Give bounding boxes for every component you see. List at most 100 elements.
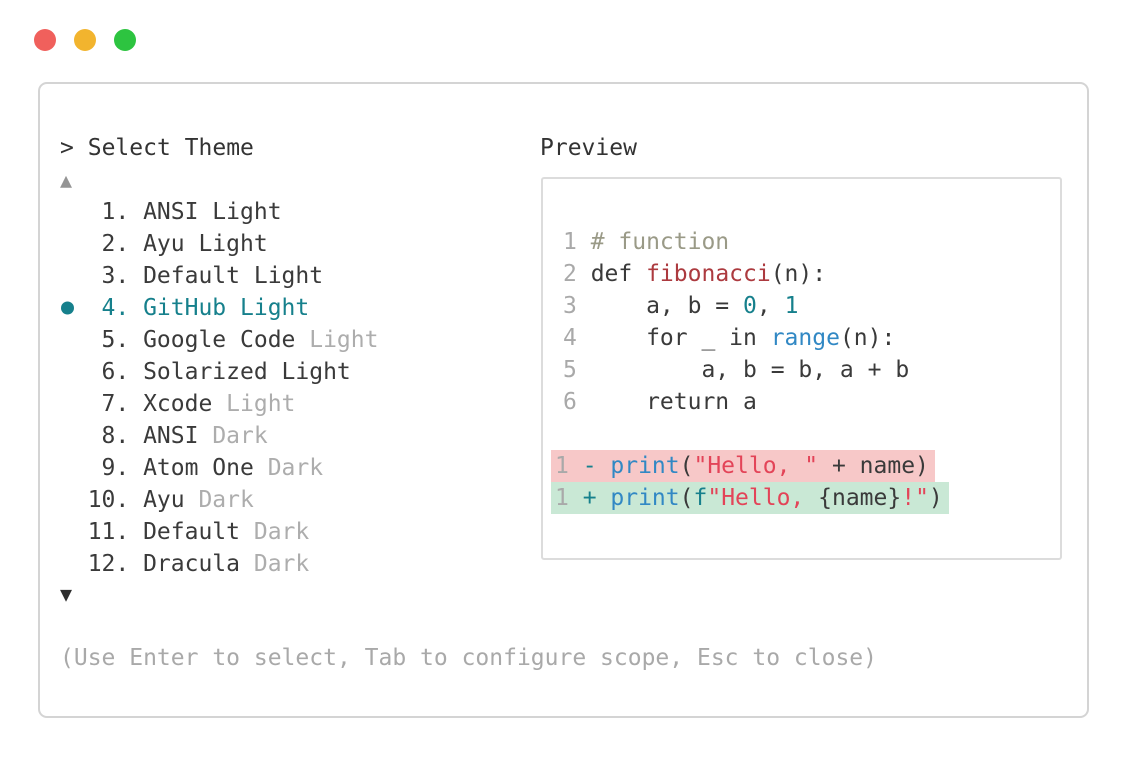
hint-text: (Use Enter to select, Tab to configure s… [60,645,877,671]
theme-name: Xcode Light [129,391,296,417]
code-line: 3 a, b = 0, 1 [563,290,1060,322]
theme-option-11[interactable]: 11. Default Dark [60,516,378,548]
code-token: ( [679,485,694,511]
theme-name: Atom One Dark [129,455,324,481]
theme-number: 6. [101,359,130,385]
scroll-down-icon[interactable]: ▼ [60,582,73,606]
theme-option-10[interactable]: 10. Ayu Dark [60,484,378,516]
theme-number: 9. [101,455,130,481]
code-token: "Hello, [707,485,819,511]
code-token: print [610,453,680,479]
code-token: range [770,325,840,351]
code-token: a, b = b, a + b [590,357,910,383]
theme-name-suffix: Light [212,391,296,417]
close-button-icon[interactable] [34,29,56,51]
theme-name-suffix: Dark [240,551,310,577]
line-number: 2 [563,261,577,287]
code-line: 4 for _ in range(n): [563,322,1060,354]
code-token: f [693,485,708,511]
theme-name: Default Dark [129,519,310,545]
marker-cell [60,260,88,292]
code-token: return a [590,389,757,415]
code-token: # function [590,229,730,255]
code-token: for _ in [590,325,771,351]
theme-name: Ayu Light [129,231,268,257]
zoom-button-icon[interactable] [114,29,136,51]
marker-cell [60,196,88,228]
diff-added-content: 1+print(f"Hello, {name}!") [551,482,949,514]
theme-option-7[interactable]: 7. Xcode Light [60,388,378,420]
theme-name: Default Light [129,263,324,289]
diff-removed-line: 1-print("Hello, " + name) [551,450,1060,482]
code-token: 1 [784,293,799,319]
theme-number: 3. [101,263,130,289]
line-number: 1 [563,229,577,255]
code-token: ) [928,485,943,511]
theme-name: ANSI Light [129,199,282,225]
marker-cell [60,548,88,580]
theme-name: Ayu Dark [129,487,254,513]
code-token: a, b = [590,293,744,319]
scroll-up-icon[interactable]: ▲ [60,168,73,192]
code-token: !" [901,485,929,511]
diff-minus-icon: - [582,453,597,479]
code-token: "Hello, " [693,453,819,479]
code-token: ( [679,453,694,479]
preview-title: Preview [540,135,637,161]
theme-option-2[interactable]: 2. Ayu Light [60,228,378,260]
theme-name: Dracula Dark [129,551,310,577]
code-token: + name) [818,453,929,479]
theme-option-3[interactable]: 3. Default Light [60,260,378,292]
marker-cell [60,388,88,420]
line-number: 1 [555,485,569,511]
code-line: 1 # function [563,226,1060,258]
theme-number: 8. [101,423,130,449]
line-number: 6 [563,389,577,415]
code-token: (n): [770,261,827,287]
theme-name: Solarized Light [129,359,351,385]
theme-number: 4. [101,295,130,321]
theme-option-5[interactable]: 5. Google Code Light [60,324,379,356]
window-traffic-lights [34,29,136,51]
theme-number: 1. [101,199,130,225]
theme-number: 7. [101,391,130,417]
diff-added-line: 1+print(f"Hello, {name}!") [551,482,1060,514]
code-line: 5 a, b = b, a + b [563,354,1060,386]
diff-block: 1-print("Hello, " + name)1+print(f"Hello… [551,450,1060,514]
diff-removed-content: 1-print("Hello, " + name) [551,450,935,482]
marker-cell [60,452,88,484]
diff-plus-icon: + [582,485,597,511]
theme-option-1[interactable]: 1. ANSI Light [60,196,378,228]
theme-option-8[interactable]: 8. ANSI Dark [60,420,378,452]
line-number: 1 [555,453,569,479]
theme-number: 5. [101,327,130,353]
marker-cell [60,484,88,516]
theme-number: 10. [87,487,130,513]
line-number: 4 [563,325,577,351]
marker-cell [60,324,88,356]
theme-name: GitHub Light [129,295,310,321]
theme-number: 12. [87,551,130,577]
selected-bullet-icon [60,292,88,324]
theme-name-suffix: Dark [184,487,254,513]
code-line: 6 return a [563,386,1060,418]
theme-option-12[interactable]: 12. Dracula Dark [60,548,378,580]
theme-name-suffix: Dark [198,423,268,449]
theme-option-4[interactable]: 4. GitHub Light [60,292,378,324]
theme-option-9[interactable]: 9. Atom One Dark [60,452,378,484]
code-token: 0 [743,293,757,319]
prompt-chevron-icon: > [60,135,74,161]
theme-name: ANSI Dark [129,423,268,449]
theme-name-suffix: Dark [240,519,310,545]
theme-option-6[interactable]: 6. Solarized Light [60,356,378,388]
marker-cell [60,356,88,388]
code-token: , [756,293,785,319]
code-token: def [590,261,647,287]
marker-cell [60,516,88,548]
code-token: {name} [818,485,902,511]
minimize-button-icon[interactable] [74,29,96,51]
